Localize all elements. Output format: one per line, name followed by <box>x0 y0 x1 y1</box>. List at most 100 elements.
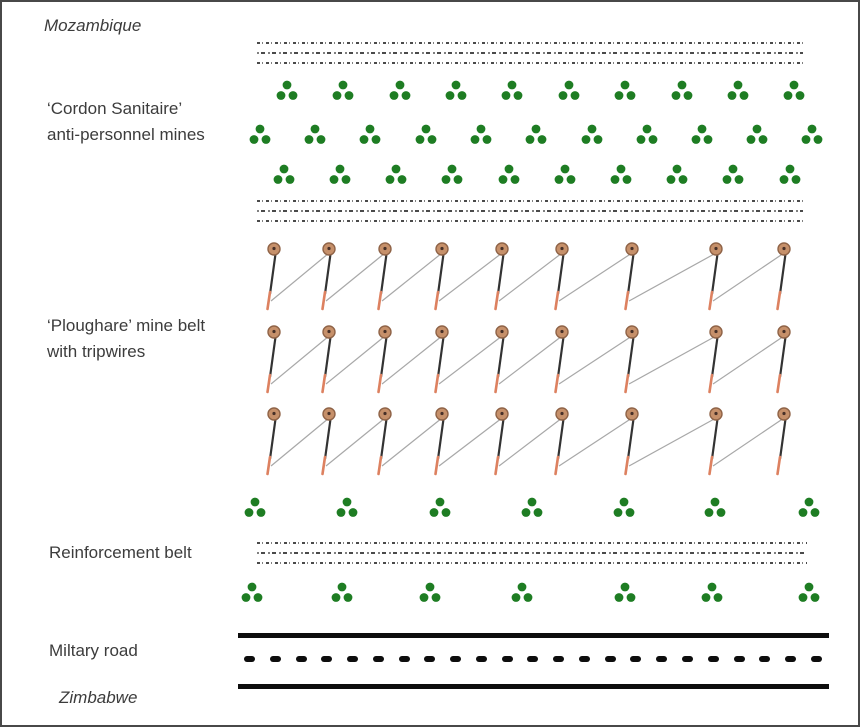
tripwire-stake <box>776 242 791 311</box>
tripwire-stake <box>321 407 336 476</box>
road-dash <box>630 656 642 662</box>
mine-cluster <box>304 124 326 144</box>
tripwire-stake <box>494 325 509 394</box>
mine-cluster <box>389 80 411 100</box>
mine-cluster <box>249 124 271 144</box>
barbed-wire-line <box>257 42 803 44</box>
road-dash <box>372 656 384 662</box>
tripwire-wire <box>325 417 386 467</box>
label-ploughare-line2: with tripwires <box>47 342 146 361</box>
mine-cluster <box>671 80 693 100</box>
mine-cluster <box>332 80 354 100</box>
road-dash <box>424 656 436 662</box>
mine-cluster <box>329 164 351 184</box>
mine-cluster <box>783 80 805 100</box>
tripwire-wire <box>558 335 633 385</box>
mine-cluster <box>385 164 407 184</box>
mine-cluster <box>798 582 820 602</box>
tripwire-wire <box>381 252 443 302</box>
road-dash <box>759 656 771 662</box>
mine-cluster <box>701 582 723 602</box>
road-dash <box>785 656 797 662</box>
road-dash <box>398 656 410 662</box>
tripwire-wire <box>558 417 633 467</box>
tripwire-stake <box>554 325 569 394</box>
mine-cluster <box>801 124 823 144</box>
tripwire-stake <box>624 325 639 394</box>
road-dash <box>578 656 590 662</box>
tripwire-wire <box>558 252 633 302</box>
road-dash <box>733 656 745 662</box>
mine-cluster <box>554 164 576 184</box>
country-label-mozambique: Mozambique <box>44 16 142 35</box>
mine-cluster <box>273 164 295 184</box>
tripwire-row-1 <box>266 242 791 311</box>
mine-cluster <box>636 124 658 144</box>
barbed-wire-line <box>257 62 803 64</box>
mine-cluster <box>722 164 744 184</box>
tripwire-wire <box>498 252 563 302</box>
tripwire-wire <box>438 417 503 467</box>
tripwire-wire <box>498 335 563 385</box>
mine-cluster <box>359 124 381 144</box>
road-dash <box>244 656 255 662</box>
tripwire-wire <box>712 335 785 385</box>
mine-cluster <box>521 497 543 517</box>
mine-cluster <box>419 582 441 602</box>
road-dash <box>347 656 359 662</box>
tripwire-wire <box>270 335 330 385</box>
mine-cluster <box>558 80 580 100</box>
mine-cluster <box>798 497 820 517</box>
tripwire-wire <box>381 417 443 467</box>
mine-cluster <box>429 497 451 517</box>
barbed-wire-line <box>257 200 803 202</box>
tripwire-stake <box>624 242 639 311</box>
mine-cluster <box>441 164 463 184</box>
barbed-wire-line <box>257 52 803 54</box>
mine-cluster <box>614 80 636 100</box>
tripwire-stake <box>434 407 449 476</box>
mine-cluster <box>614 582 636 602</box>
barbed-wire-line <box>257 542 807 544</box>
mine-cluster <box>666 164 688 184</box>
road-dash <box>269 656 281 662</box>
mine-cluster <box>779 164 801 184</box>
tripwire-wire <box>712 252 785 302</box>
label-ploughare-belt: ‘Ploughare’ mine belt with tripwires <box>47 313 205 365</box>
tripwire-wire <box>381 335 443 385</box>
road-dash <box>553 656 565 662</box>
mine-cluster <box>415 124 437 144</box>
road-line-top <box>238 633 829 638</box>
road-center-dashes <box>244 656 822 662</box>
mine-cluster <box>746 124 768 144</box>
tripwire-row-2 <box>266 325 791 394</box>
tripwire-stake <box>776 325 791 394</box>
road-dash <box>682 656 694 662</box>
label-cordon-sanitaire: ‘Cordon Sanitaire’ anti-personnel mines <box>47 96 205 148</box>
label-military-road: Miltary road <box>49 641 138 660</box>
mine-cluster <box>501 80 523 100</box>
tripwire-wire <box>628 335 717 385</box>
barbed-wire-line <box>257 210 803 212</box>
road-dash <box>475 656 487 662</box>
barbed-wire-line <box>257 220 803 222</box>
mine-cluster <box>244 497 266 517</box>
tripwire-wire <box>628 417 717 467</box>
road-dash <box>810 656 822 662</box>
mine-cluster <box>525 124 547 144</box>
tripwire-stake <box>554 242 569 311</box>
label-cordon-line2: anti-personnel mines <box>47 125 205 144</box>
tripwire-stake <box>554 407 569 476</box>
tripwire-stake <box>776 407 791 476</box>
mine-cluster <box>276 80 298 100</box>
fence-south <box>257 542 807 572</box>
tripwire-stake <box>321 242 336 311</box>
road-dash <box>295 656 307 662</box>
road-dash <box>656 656 668 662</box>
fence-middle <box>257 200 803 230</box>
barbed-wire-line <box>257 562 807 564</box>
tripwire-wire <box>438 335 503 385</box>
tripwire-stake <box>266 325 281 394</box>
label-ploughare-line1: ‘Ploughare’ mine belt <box>47 316 206 335</box>
